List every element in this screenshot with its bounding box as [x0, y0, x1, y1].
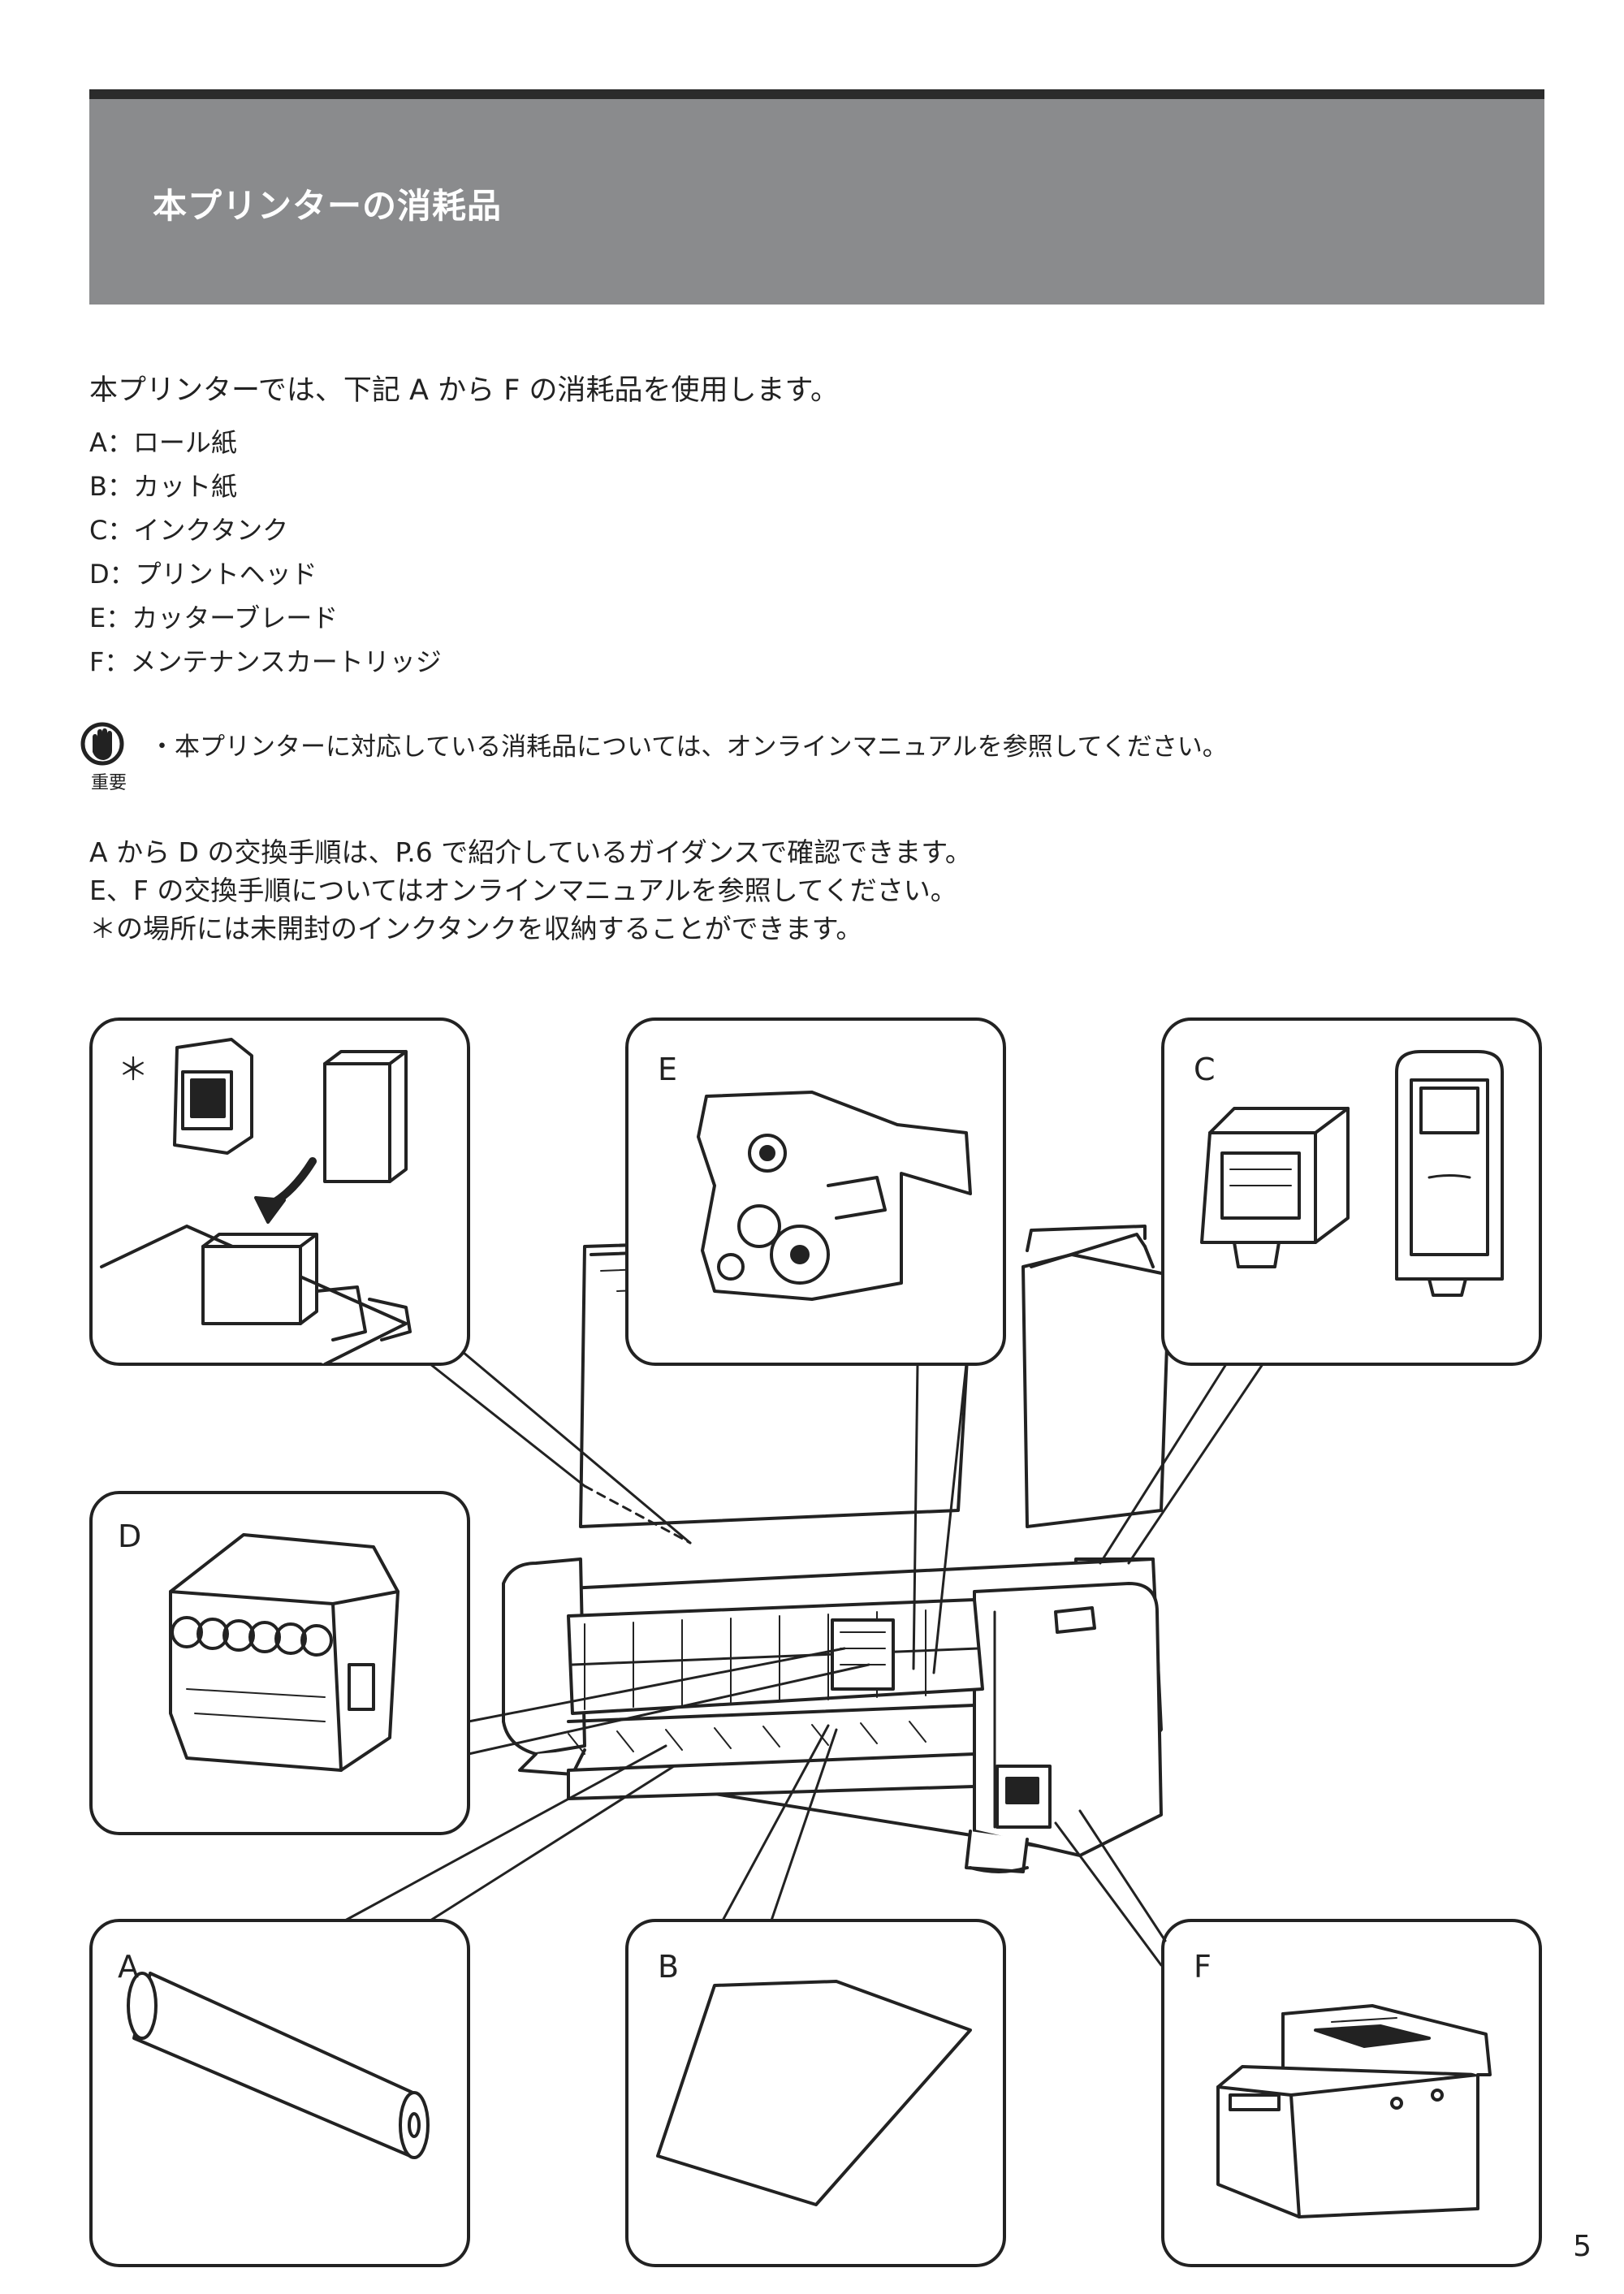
paragraph-line: ＊の場所には未開封のインクタンクを収納することができます。 — [89, 913, 863, 944]
panel-letter-d: D — [118, 1519, 141, 1554]
page-title: 本プリンターの消耗品 — [153, 186, 503, 226]
list-item: C：インクタンク — [89, 515, 289, 546]
panel-ink-tank: C — [1099, 1017, 1542, 1565]
panel-print-head: D — [89, 1491, 870, 1835]
note-text: ・本プリンターに対応している消耗品については、オンラインマニュアルを参照してくだ… — [149, 732, 1228, 762]
panel-cutter-blade: E — [625, 1017, 1006, 1674]
paragraph-line: A から D の交換手順は、P.6 で紹介しているガイダンスで確認できます。 — [89, 836, 972, 868]
note-label: 重要 — [91, 773, 127, 793]
header-rule — [89, 89, 1544, 99]
panel-letter-asterisk: ＊ — [118, 1052, 149, 1087]
panel-ink-storage: ＊ — [89, 1017, 692, 1544]
paragraph-line: E、F の交換手順についてはオンラインマニュアルを参照してください。 — [89, 875, 957, 906]
panel-letter-c: C — [1194, 1052, 1216, 1087]
list-item: A：ロール紙 — [89, 427, 237, 458]
instructions: A から D の交換手順は、P.6 で紹介しているガイダンスで確認できます。 E… — [89, 833, 972, 948]
page-number: 5 — [1573, 2230, 1592, 2263]
panel-letter-f: F — [1194, 1949, 1212, 1985]
panel-cut-sheet: B — [625, 1724, 1006, 2267]
list-item: E：カッターブレード — [89, 603, 339, 633]
section-banner: 本プリンターの消耗品 — [89, 99, 1544, 305]
panel-roll-paper: A — [89, 1744, 676, 2267]
panel-letter-a: A — [118, 1949, 139, 1985]
list-item: B：カット紙 — [89, 471, 237, 502]
consumables-list: A：ロール紙 B：カット紙 C：インクタンク D：プリントヘッド E：カッターブ… — [89, 421, 442, 684]
hand-stop-icon — [80, 722, 124, 766]
panel-letter-e: E — [658, 1052, 677, 1087]
panel-letter-b: B — [658, 1949, 679, 1985]
list-item: F：メンテナンスカートリッジ — [89, 646, 442, 677]
intro-text: 本プリンターでは、下記 A から F の消耗品を使用します。 — [89, 374, 839, 407]
list-item: D：プリントヘッド — [89, 559, 317, 590]
panel-maintenance-cartridge: F — [1054, 1809, 1542, 2267]
